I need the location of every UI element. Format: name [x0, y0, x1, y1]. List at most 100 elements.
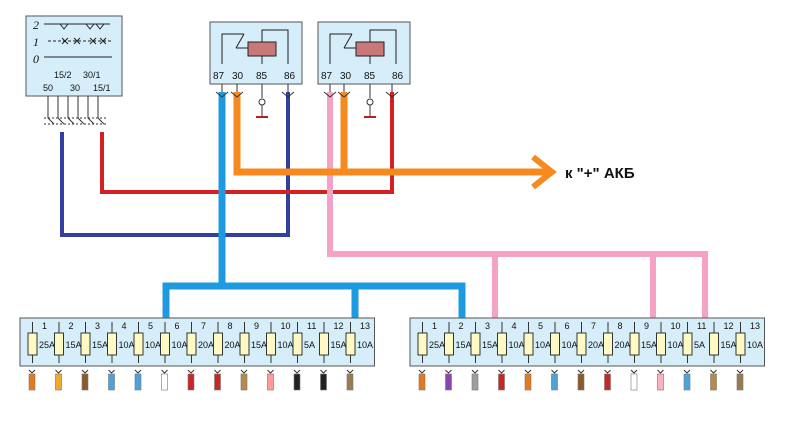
ignition-switch: 2 1 0 15/2 30/1 50 30 15/1 [25, 15, 123, 125]
fuse-rating: 10A [668, 340, 684, 350]
output-connector [55, 369, 62, 374]
fuse-rating: 10A [747, 340, 763, 350]
fuse-body [629, 332, 640, 356]
fuse-rating: 15A [456, 340, 472, 350]
fuse-number: 2 [69, 321, 74, 331]
output-wire [471, 373, 479, 391]
output-connector [346, 369, 354, 374]
output-connector [418, 369, 426, 374]
output-connector [293, 369, 301, 374]
output-connector [267, 369, 274, 374]
output-wire [320, 373, 327, 391]
output-connector [471, 369, 479, 374]
fuse-number: 4 [122, 321, 127, 331]
fuse-rating: 10A [562, 340, 578, 350]
fuse-body [107, 332, 117, 356]
output-wire [293, 373, 301, 391]
fuse-number: 13 [750, 321, 760, 331]
output-wire [630, 373, 638, 391]
fuse-rating: 20A [588, 340, 604, 350]
output-connector [445, 369, 452, 374]
fuse-blocks: 125A215A315A410A510A610A720A820A915A1010… [19, 317, 765, 391]
fuse-number: 3 [95, 321, 100, 331]
output-connector [524, 369, 532, 374]
relay-1-pin-86: 86 [284, 71, 296, 82]
output-connector [81, 369, 89, 374]
output-wire [418, 373, 426, 391]
fuse-number: 6 [175, 321, 180, 331]
fuse-body [213, 332, 223, 356]
fuse-number: 2 [459, 321, 464, 331]
fuse-rating: 15A [251, 340, 267, 350]
fuse-rating: 10A [172, 340, 188, 350]
relay-1: 87 30 85 86 [209, 21, 303, 118]
output-wire [657, 373, 664, 391]
relay-2-connectors [323, 84, 399, 118]
output-wire [346, 373, 354, 391]
output-wire [604, 373, 611, 391]
fuse-rating: 10A [145, 340, 161, 350]
fuse-number: 7 [201, 321, 206, 331]
fuse-rating: 20A [225, 340, 241, 350]
output-wire [108, 373, 115, 391]
output-wire [28, 373, 36, 391]
output-connector [683, 369, 691, 374]
output-connector [187, 369, 195, 374]
output-wire [240, 373, 248, 391]
output-connector [214, 369, 221, 374]
relay-1-pin-87: 87 [213, 71, 225, 82]
fuse-number: 6 [565, 321, 570, 331]
fuse-number: 8 [618, 321, 623, 331]
fuse-number: 11 [697, 321, 706, 331]
output-wire [551, 373, 558, 391]
fuse-body [603, 332, 613, 356]
fuse-2: 2 15A [444, 321, 472, 391]
fuse-body [656, 332, 666, 356]
fuse-rating: 10A [535, 340, 551, 350]
wire-darkblue [60, 92, 290, 237]
fuse-body [160, 332, 170, 356]
fuse-body [470, 332, 481, 356]
fuse-body [239, 332, 250, 356]
fuse-body [186, 332, 197, 356]
fuse-body [266, 332, 276, 356]
arrow-head [531, 154, 557, 190]
output-wire [683, 373, 691, 391]
output-wire [187, 373, 195, 391]
fuse-body [682, 332, 693, 356]
output-connector [577, 369, 585, 374]
output-wire [524, 373, 532, 391]
relay-1-pin-30: 30 [232, 71, 244, 82]
fuse-number: 10 [281, 321, 291, 331]
fuse-body [523, 332, 534, 356]
fuse-body [54, 332, 64, 356]
fuse-rating: 5A [694, 340, 705, 350]
output-wire [267, 373, 274, 391]
fuse-5: 5 10A [133, 321, 161, 391]
term-50: 50 [43, 83, 53, 93]
relay-2-symbol [329, 29, 397, 64]
fuse-11: 11 5A [682, 321, 706, 391]
fuse-body [735, 332, 746, 356]
fuse-number: 12 [334, 321, 344, 331]
position-2: 2 [33, 18, 39, 32]
output-wire [161, 373, 168, 391]
fuse-number: 12 [724, 321, 734, 331]
output-wire [81, 373, 89, 391]
output-wire [214, 373, 221, 391]
term-15-1: 15/1 [93, 83, 111, 93]
fuse-number: 5 [148, 321, 153, 331]
position-0: 0 [33, 52, 39, 66]
fuse-rating: 10A [357, 340, 373, 350]
